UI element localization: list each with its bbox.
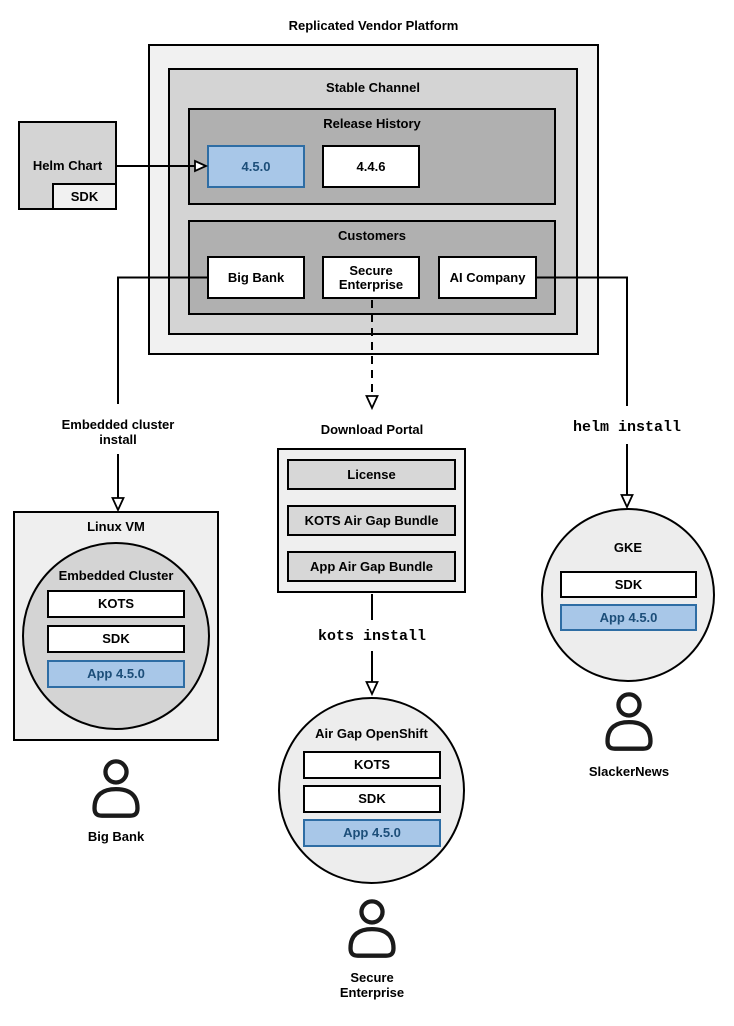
license-box: License — [287, 459, 456, 490]
customers-label: Customers — [338, 228, 406, 243]
gke-sdk-box: SDK — [560, 571, 697, 598]
release-4-5-0: 4.5.0 — [207, 145, 305, 188]
slackernews-user-icon — [608, 694, 651, 748]
embedded-cluster-install-label: Embedded cluster install — [61, 417, 175, 447]
gke-label: GKE — [613, 540, 643, 555]
helm-chart-label: Helm Chart — [32, 158, 103, 173]
customer-big-bank: Big Bank — [207, 256, 305, 299]
embedded-sdk-box: SDK — [47, 625, 185, 653]
release-history-label: Release History — [323, 116, 421, 131]
embedded-cluster-label: Embedded Cluster — [58, 568, 174, 583]
app-airgap-bundle-box: App Air Gap Bundle — [287, 551, 456, 582]
embedded-app-box: App 4.5.0 — [47, 660, 185, 688]
big-bank-user-label: Big Bank — [87, 829, 145, 844]
diagram-title: Replicated Vendor Platform — [288, 18, 459, 33]
slackernews-user-label: SlackerNews — [588, 764, 670, 779]
customer-ai-company: AI Company — [438, 256, 537, 299]
secure-enterprise-user-label: Secure Enterprise — [339, 970, 405, 1000]
helm-chart-sdk-box: SDK — [52, 183, 117, 210]
openshift-kots-box: KOTS — [303, 751, 441, 779]
linux-vm-label: Linux VM — [87, 519, 145, 534]
secure-enterprise-user-icon — [351, 901, 394, 955]
release-4-4-6: 4.4.6 — [322, 145, 420, 188]
stable-channel-label: Stable Channel — [326, 80, 420, 95]
big-bank-user-icon — [95, 761, 138, 815]
embedded-kots-box: KOTS — [47, 590, 185, 618]
download-portal-label: Download Portal — [320, 422, 424, 437]
kots-airgap-bundle-box: KOTS Air Gap Bundle — [287, 505, 456, 536]
helm-install-command: helm install — [572, 419, 682, 436]
airgap-openshift-label: Air Gap OpenShift — [315, 726, 428, 741]
kots-install-command: kots install — [317, 628, 427, 645]
openshift-sdk-box: SDK — [303, 785, 441, 813]
openshift-app-box: App 4.5.0 — [303, 819, 441, 847]
customer-secure-enterprise: Secure Enterprise — [322, 256, 420, 299]
gke-app-box: App 4.5.0 — [560, 604, 697, 631]
